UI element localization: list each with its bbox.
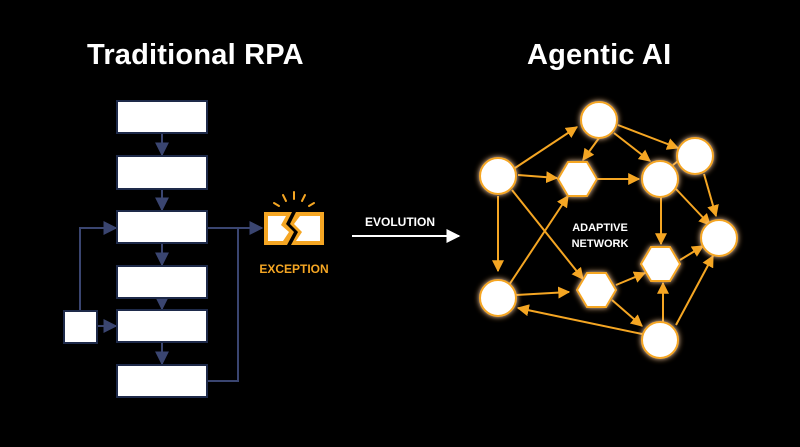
evolution-label: EVOLUTION	[365, 215, 435, 229]
network-edge	[515, 286, 571, 299]
network-label-line2: NETWORK	[572, 238, 629, 250]
rpa-step-box	[116, 155, 208, 190]
network-edge	[675, 188, 711, 226]
network-edge	[514, 126, 579, 169]
rpa-title: Traditional RPA	[83, 38, 308, 75]
network-node	[580, 101, 618, 139]
network-label-line1: ADAPTIVE	[572, 222, 628, 234]
rpa-step-box	[116, 309, 208, 343]
network-edge	[613, 132, 651, 162]
agentic-title-text: Agentic AI	[527, 39, 672, 71]
network-node	[479, 279, 517, 317]
network-edge	[517, 171, 559, 184]
network-node	[676, 137, 714, 175]
network-edge	[508, 194, 569, 286]
network-edge	[675, 254, 714, 326]
rpa-step-box	[116, 364, 208, 398]
network-edge	[703, 173, 719, 218]
network-edge	[511, 189, 584, 280]
network-edge	[617, 124, 680, 150]
rpa-input-box	[63, 310, 98, 344]
network-edge	[615, 271, 647, 286]
rpa-boxes	[63, 100, 208, 398]
network-edge	[516, 304, 643, 335]
network-node	[641, 321, 679, 359]
network-edge	[611, 299, 643, 327]
network-agent-hexagon	[639, 246, 682, 282]
broken-box-icon	[264, 191, 324, 245]
rpa-return-line	[208, 228, 239, 382]
network-node	[700, 219, 738, 257]
rpa-loop-back	[79, 221, 118, 312]
rpa-step-box	[116, 265, 208, 299]
agentic-title: Agentic AI	[523, 38, 676, 75]
rpa-step-box	[116, 210, 208, 244]
network-agent-hexagon	[556, 161, 599, 197]
rpa-step-box	[116, 100, 208, 134]
agentic-network-edges	[492, 124, 719, 335]
network-node	[641, 160, 679, 198]
network-edge	[582, 137, 600, 161]
exception-label: EXCEPTION	[259, 262, 328, 276]
network-node	[479, 157, 517, 195]
agentic-network-nodes	[479, 101, 738, 359]
network-edge	[679, 245, 705, 261]
rpa-flowchart	[79, 133, 264, 382]
rpa-title-text: Traditional RPA	[87, 39, 304, 71]
network-agent-hexagon	[575, 272, 618, 308]
